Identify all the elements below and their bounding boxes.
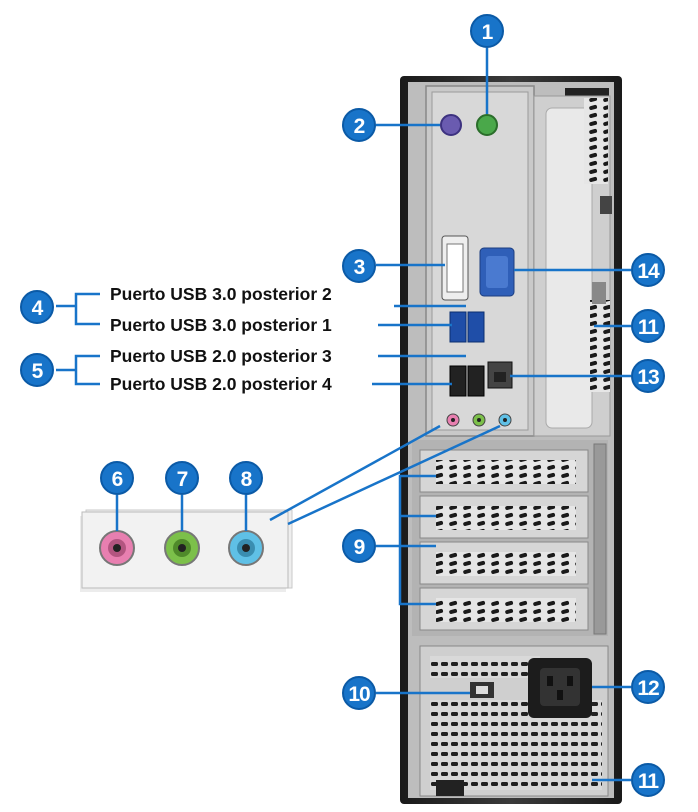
label-usb20-port-4: Puerto USB 2.0 posterior 4: [110, 374, 332, 394]
callout-5: 5: [20, 353, 54, 387]
io-ports: [440, 114, 515, 427]
label-usb30-port-1: Puerto USB 3.0 posterior 1: [110, 315, 332, 335]
label-usb30-port-2: Puerto USB 3.0 posterior 2: [110, 284, 332, 304]
callout-11-bottom: 11: [631, 763, 665, 797]
callout-10: 10: [342, 676, 376, 710]
callout-11-top: 11: [631, 309, 665, 343]
pc-case: [400, 76, 622, 804]
callout-8: 8: [229, 461, 263, 495]
callout-7: 7: [165, 461, 199, 495]
label-usb20-port-3: Puerto USB 2.0 posterior 3: [110, 346, 332, 366]
audio-zoom-panel: [80, 509, 293, 592]
callout-9: 9: [342, 529, 376, 563]
callout-2: 2: [342, 108, 376, 142]
callout-3: 3: [342, 249, 376, 283]
callout-12: 12: [631, 670, 665, 704]
callout-6: 6: [100, 461, 134, 495]
callout-4: 4: [20, 290, 54, 324]
leader-lines: [56, 48, 631, 782]
callout-1: 1: [470, 14, 504, 48]
callout-13: 13: [631, 359, 665, 393]
callout-14: 14: [631, 253, 665, 287]
